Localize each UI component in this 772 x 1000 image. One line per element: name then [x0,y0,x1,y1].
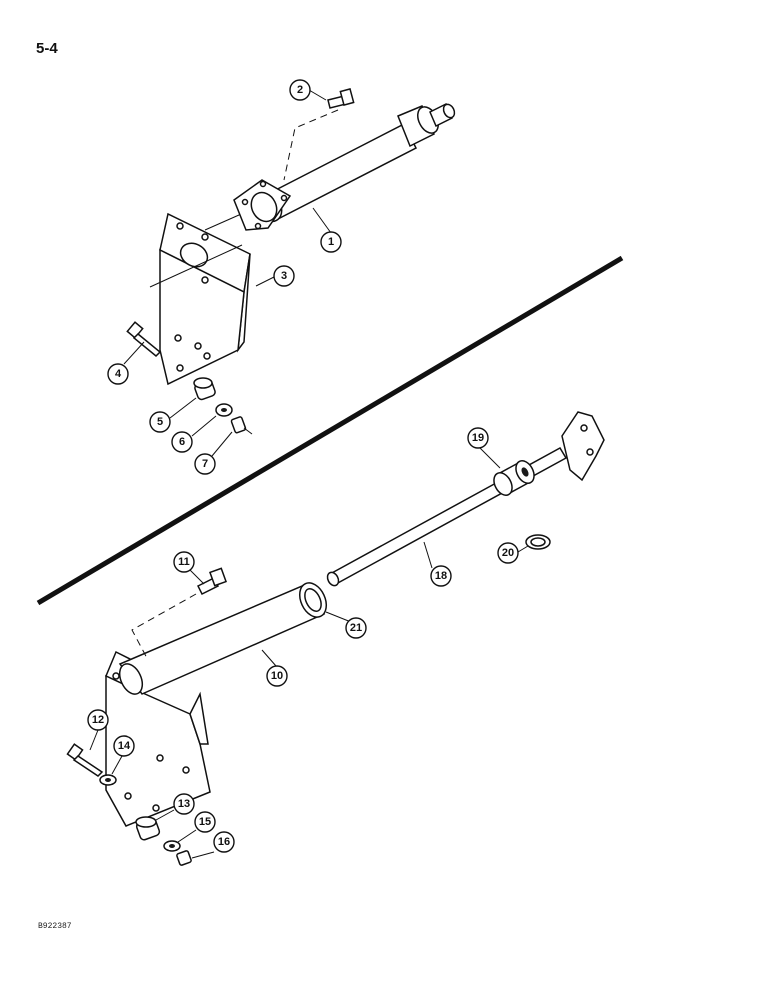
svg-text:12: 12 [92,714,104,726]
svg-text:20: 20 [502,547,514,559]
steering-column-shaft [149,102,456,288]
svg-text:14: 14 [118,740,131,752]
lower-washer-14 [99,774,117,786]
section-divider [36,255,624,606]
svg-text:4: 4 [115,368,122,380]
snap-ring [525,534,551,550]
lower-washer-15 [163,840,181,852]
lower-spacer [135,816,161,841]
lower-bracket-bolt [66,743,104,777]
svg-text:6: 6 [179,436,185,448]
upper-nut [230,416,247,434]
callout-19: 19 [467,427,489,449]
callout-10: 10 [266,665,288,687]
svg-text:3: 3 [281,270,287,282]
svg-text:21: 21 [350,622,362,634]
svg-text:10: 10 [271,670,283,682]
callout-4: 4 [107,363,129,385]
svg-text:2: 2 [297,84,303,96]
callout-12: 12 [87,709,109,731]
bracket-bolt [126,321,162,358]
tube-bolt [196,567,227,596]
svg-text:5: 5 [157,416,163,428]
bearing [493,460,535,496]
callout-2: 2 [289,79,311,101]
callout-21: 21 [345,617,367,639]
upper-washer [215,403,233,417]
callout-5: 5 [149,411,171,433]
callout-7: 7 [194,453,216,475]
svg-text:1: 1 [328,236,334,248]
callout-11: 11 [173,551,195,573]
callout-20: 20 [497,542,519,564]
support-tube [118,582,328,695]
upper-assembly [126,88,456,435]
callout-3: 3 [273,265,295,287]
callouts: 1 2 3 4 5 6 7 10 11 12 13 14 15 16 18 19… [87,79,529,859]
callout-15: 15 [194,811,216,833]
upper-spacer [193,377,216,401]
callout-18: 18 [430,565,452,587]
svg-text:11: 11 [178,556,190,568]
callout-16: 16 [213,831,235,853]
lower-nut [176,850,192,866]
callout-1: 1 [320,231,342,253]
shaft-yoke [561,411,605,482]
svg-text:13: 13 [178,798,190,810]
callout-13: 13 [173,793,195,815]
svg-text:18: 18 [435,570,447,582]
figure-code: B922387 [38,922,72,931]
callout-14: 14 [113,735,135,757]
page-number: 5-4 [36,40,58,57]
callout-6: 6 [171,431,193,453]
lower-assembly [66,411,605,866]
upper-bolt [327,88,355,109]
svg-text:7: 7 [202,458,208,470]
svg-text:16: 16 [218,836,230,848]
svg-text:15: 15 [199,816,211,828]
upper-mounting-bracket [159,212,251,386]
svg-text:19: 19 [472,432,484,444]
